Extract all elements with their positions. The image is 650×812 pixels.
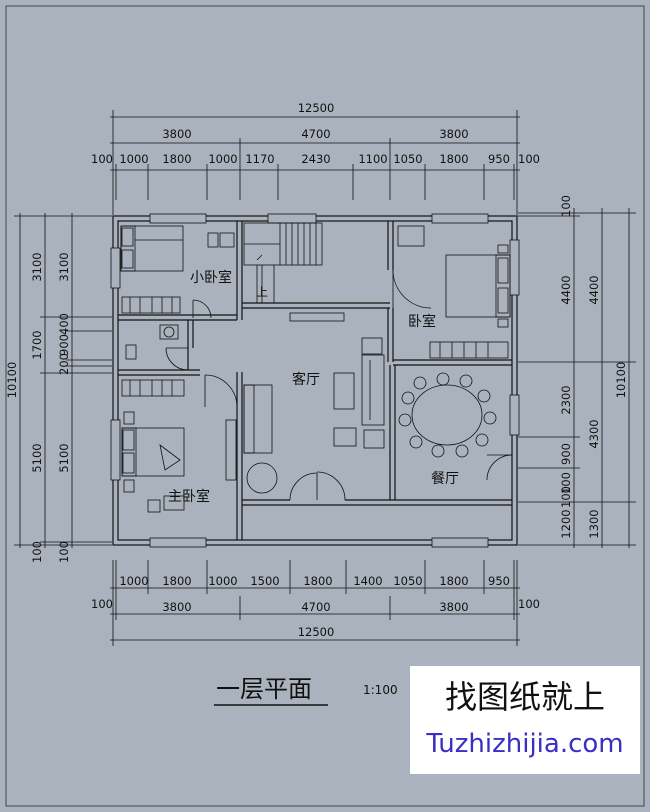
windows — [110, 213, 520, 548]
top-detail-dim-9: 1800 — [439, 152, 468, 166]
drawing-frame — [5, 5, 645, 807]
top-mid-dim-1: 3800 — [162, 127, 191, 141]
living-room-label: 客厅 — [292, 371, 320, 388]
bottom-detail-dim-6: 1400 — [353, 574, 382, 588]
left-inner-dim-1: 3100 — [57, 252, 71, 281]
left-inner-dim-4: 200 — [57, 353, 71, 375]
watermark-box — [410, 666, 640, 774]
watermark-line1: 找图纸就上 — [445, 678, 605, 716]
left-dimensions — [14, 213, 112, 548]
right-outer-dim: 10100 — [614, 362, 628, 399]
top-detail-dim-3: 1800 — [162, 152, 191, 166]
bottom-mid-dim-1: 100 — [91, 597, 113, 611]
bottom-detail-dim-2: 1800 — [162, 574, 191, 588]
left-inner-dim-2: 400 — [57, 313, 71, 335]
right-inner-dim-3: 2300 — [559, 385, 573, 414]
top-detail-dim-8: 1050 — [393, 152, 422, 166]
bottom-mid-dim-4: 3800 — [439, 600, 468, 614]
staircase — [243, 222, 323, 303]
left-mid-dim-2: 1700 — [30, 330, 44, 359]
doors — [165, 269, 513, 501]
bottom-detail-dim-4: 1500 — [250, 574, 279, 588]
left-inner-dim-6: 100 — [57, 541, 71, 563]
top-detail-dim-5: 1170 — [245, 152, 274, 166]
right-mid-dim-2: 4300 — [587, 419, 601, 448]
drawing-title: 一层平面 — [216, 675, 312, 703]
master-bedroom-label: 主卧室 — [168, 488, 210, 505]
left-mid-dim-1: 3100 — [30, 252, 44, 281]
bottom-detail-dim-5: 1800 — [303, 574, 332, 588]
top-detail-dim-4: 1000 — [208, 152, 237, 166]
stair-up-label: 上 — [256, 285, 268, 299]
top-mid-dim-2: 4700 — [301, 127, 330, 141]
left-mid-dim-4: 100 — [30, 541, 44, 563]
left-inner-dim-3: 900 — [57, 334, 71, 356]
right-inner-dim-1: 100 — [559, 195, 573, 217]
small-bedroom-label: 小卧室 — [190, 269, 232, 286]
top-mid-dim-3: 3800 — [439, 127, 468, 141]
left-inner-dim-5: 5100 — [57, 443, 71, 472]
scale-label: 1:100 — [363, 683, 398, 697]
left-mid-dim-3: 5100 — [30, 443, 44, 472]
top-detail-dim-11: 100 — [518, 152, 540, 166]
bottom-detail-dim-1: 1000 — [119, 574, 148, 588]
right-dimensions — [518, 208, 636, 548]
watermark-line2: Tuzhizhijia.com — [425, 729, 623, 759]
bottom-detail-dim-9: 950 — [488, 574, 510, 588]
right-inner-dim-6: 100 — [559, 486, 573, 508]
bottom-mid-dim-5: 100 — [518, 597, 540, 611]
right-inner-dim-7: 1200 — [559, 509, 573, 538]
right-mid-dim-3: 1300 — [587, 509, 601, 538]
bottom-detail-dim-8: 1800 — [439, 574, 468, 588]
furniture — [120, 225, 511, 513]
top-detail-dim-1: 100 — [91, 152, 113, 166]
right-inner-dim-4: 900 — [559, 443, 573, 465]
top-dimensions — [110, 110, 520, 215]
dining-room-label: 餐厅 — [431, 471, 459, 487]
top-total-dim: 12500 — [298, 101, 335, 115]
bottom-detail-dim-7: 1050 — [393, 574, 422, 588]
bottom-mid-dim-3: 4700 — [301, 600, 330, 614]
top-detail-dim-2: 1000 — [119, 152, 148, 166]
top-detail-dim-6: 2430 — [301, 152, 330, 166]
bottom-detail-dim-3: 1000 — [208, 574, 237, 588]
top-detail-dim-10: 950 — [488, 152, 510, 166]
right-inner-dim-5: 100 — [559, 472, 573, 494]
top-detail-dim-7: 1100 — [358, 152, 387, 166]
right-inner-dim-2: 4400 — [559, 275, 573, 304]
bedroom-label: 卧室 — [408, 313, 436, 330]
bottom-total-dim: 12500 — [298, 625, 335, 639]
left-outer-dim: 10100 — [5, 362, 19, 399]
bottom-mid-dim-2: 3800 — [162, 600, 191, 614]
right-mid-dim-1: 4400 — [587, 275, 601, 304]
bottom-dimensions — [110, 560, 520, 646]
